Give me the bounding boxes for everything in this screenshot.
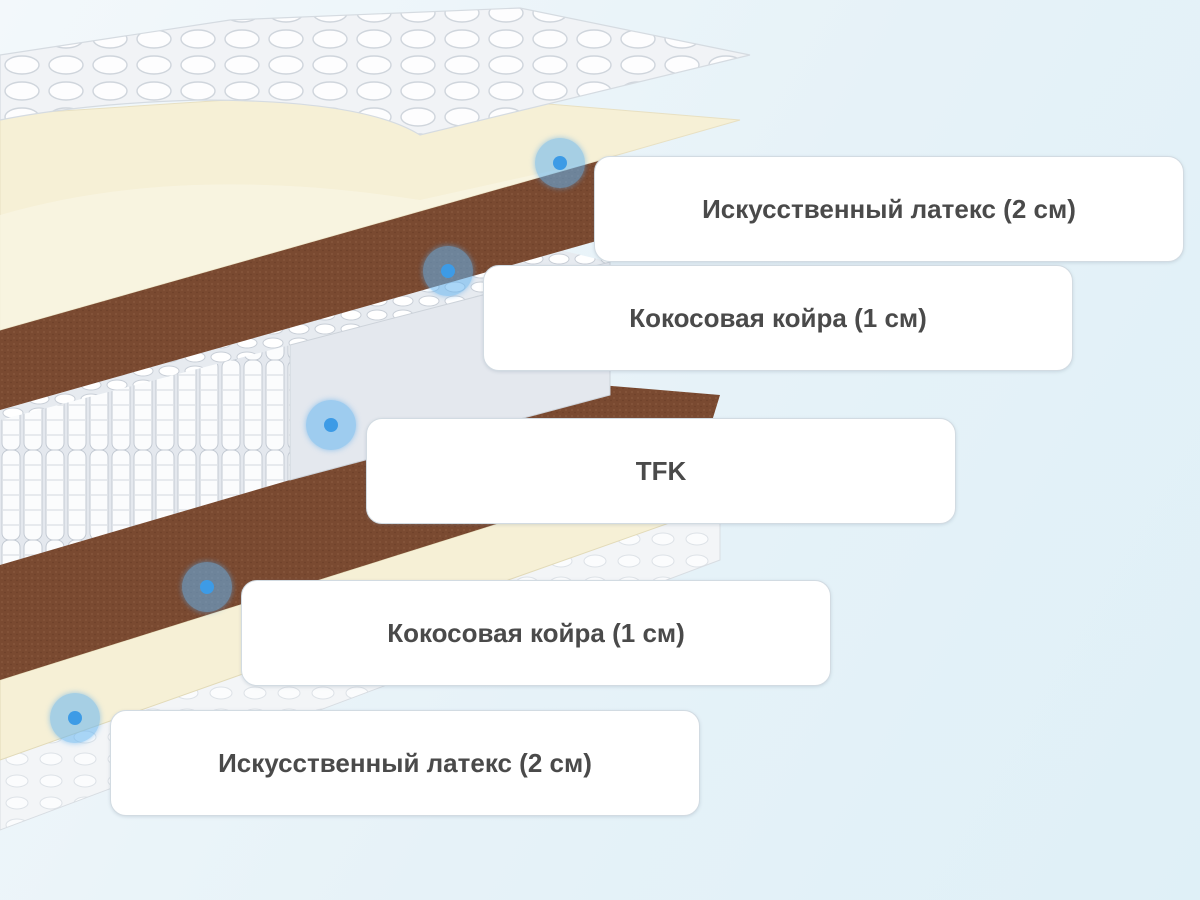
layer-marker-4: [182, 562, 232, 612]
layer-label-4: Кокосовая койра (1 см): [241, 580, 831, 686]
layer-label-text: Кокосовая койра (1 см): [629, 302, 927, 333]
layer-label-text: Кокосовая койра (1 см): [387, 617, 685, 648]
spring-block-front: [0, 345, 290, 565]
layer-label-5: Искусственный латекс (2 см): [110, 710, 700, 816]
layer-marker-3: [306, 400, 356, 450]
layer-marker-1: [535, 138, 585, 188]
layer-label-text: Искусственный латекс (2 см): [218, 747, 592, 778]
top-cover: [0, 7, 751, 136]
layer-label-3: TFK: [366, 418, 956, 524]
layer-label-text: TFK: [635, 455, 687, 486]
layer-label-text: Искусственный латекс (2 см): [702, 193, 1076, 224]
layer-label-1: Искусственный латекс (2 см): [594, 156, 1184, 262]
layer-label-2: Кокосовая койра (1 см): [483, 265, 1073, 371]
top-coir-layer: [0, 160, 600, 410]
layer-marker-5: [50, 693, 100, 743]
layer-marker-2: [423, 246, 473, 296]
